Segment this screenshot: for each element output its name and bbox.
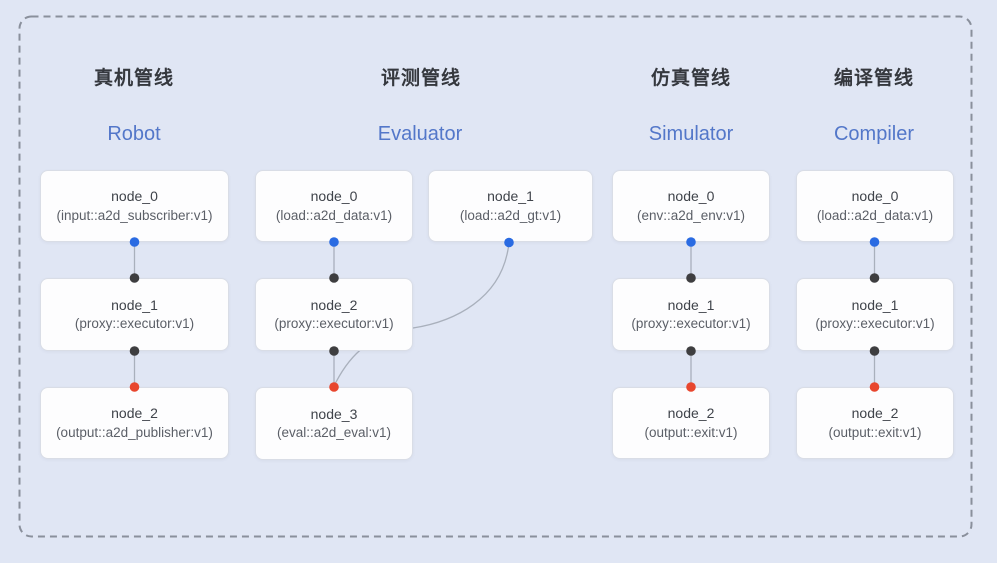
node-subtitle: (proxy::executor:v1) — [815, 316, 935, 332]
node-card-evaluator-node0: node_0 (load::a2d_data:v1) — [255, 170, 413, 242]
node-title: node_1 — [487, 188, 534, 204]
pipeline-title-zh-compiler: 编译管线 — [833, 68, 915, 89]
node-card-evaluator-node2: node_2 (proxy::executor:v1) — [255, 278, 413, 351]
node-subtitle: (proxy::executor:v1) — [74, 316, 195, 332]
node-subtitle: (output::a2d_publisher:v1) — [56, 424, 213, 440]
node-title: node_2 — [310, 296, 358, 313]
node-subtitle: (load::a2d_data:v1) — [275, 207, 393, 223]
node-subtitle: (proxy::executor:v1) — [274, 316, 394, 332]
node-card-simulator-node2: node_2 (output::exit:v1) — [612, 387, 770, 459]
pipeline-title-en-evaluator: Evaluator — [377, 123, 463, 145]
node-subtitle: (load::a2d_data:v1) — [816, 207, 934, 223]
node-title: node_2 — [851, 405, 899, 421]
node-title: node_1 — [667, 296, 715, 313]
node-subtitle: (output::exit:v1) — [644, 424, 738, 440]
node-card-compiler-node1: node_1 (proxy::executor:v1) — [796, 278, 954, 351]
node-subtitle: (eval::a2d_eval:v1) — [276, 425, 392, 441]
node-subtitle: (input::a2d_subscriber:v1) — [56, 207, 213, 223]
node-subtitle: (load::a2d_gt:v1) — [459, 207, 562, 223]
pipeline-title-en-robot: Robot — [107, 123, 161, 145]
edge-evaluator-n1-n3-curve — [333, 242, 510, 386]
node-card-simulator-node1: node_1 (proxy::executor:v1) — [612, 278, 770, 351]
node-card-evaluator-node1: node_1 (load::a2d_gt:v1) — [428, 170, 593, 242]
node-title: node_0 — [111, 188, 158, 204]
node-card-evaluator-node3: node_3 (eval::a2d_eval:v1) — [255, 387, 413, 460]
node-card-compiler-node0: node_0 (load::a2d_data:v1) — [796, 170, 954, 242]
node-title: node_2 — [111, 405, 158, 421]
pipeline-title-zh-robot: 真机管线 — [93, 68, 175, 89]
node-title: node_2 — [667, 405, 715, 421]
node-title: node_1 — [111, 296, 158, 313]
pipeline-title-zh-evaluator: 评测管线 — [380, 68, 462, 89]
node-card-compiler-node2: node_2 (output::exit:v1) — [796, 387, 954, 459]
node-title: node_3 — [310, 405, 358, 422]
dashed-boundary — [18, 15, 973, 538]
node-subtitle: (env::a2d_env:v1) — [636, 207, 746, 223]
node-title: node_0 — [851, 188, 899, 204]
node-card-robot-node2: node_2 (output::a2d_publisher:v1) — [40, 387, 229, 459]
node-subtitle: (output::exit:v1) — [828, 424, 922, 440]
node-card-simulator-node0: node_0 (env::a2d_env:v1) — [612, 170, 770, 242]
pipeline-title-en-simulator: Simulator — [648, 123, 734, 145]
node-title: node_0 — [667, 188, 715, 204]
node-card-robot-node0: node_0 (input::a2d_subscriber:v1) — [40, 170, 229, 242]
node-card-robot-node1: node_1 (proxy::executor:v1) — [40, 278, 229, 351]
node-title: node_0 — [310, 188, 358, 204]
node-subtitle: (proxy::executor:v1) — [631, 316, 751, 332]
node-title: node_1 — [851, 296, 899, 313]
pipeline-title-zh-simulator: 仿真管线 — [650, 68, 732, 89]
pipeline-title-en-compiler: Compiler — [833, 123, 915, 145]
